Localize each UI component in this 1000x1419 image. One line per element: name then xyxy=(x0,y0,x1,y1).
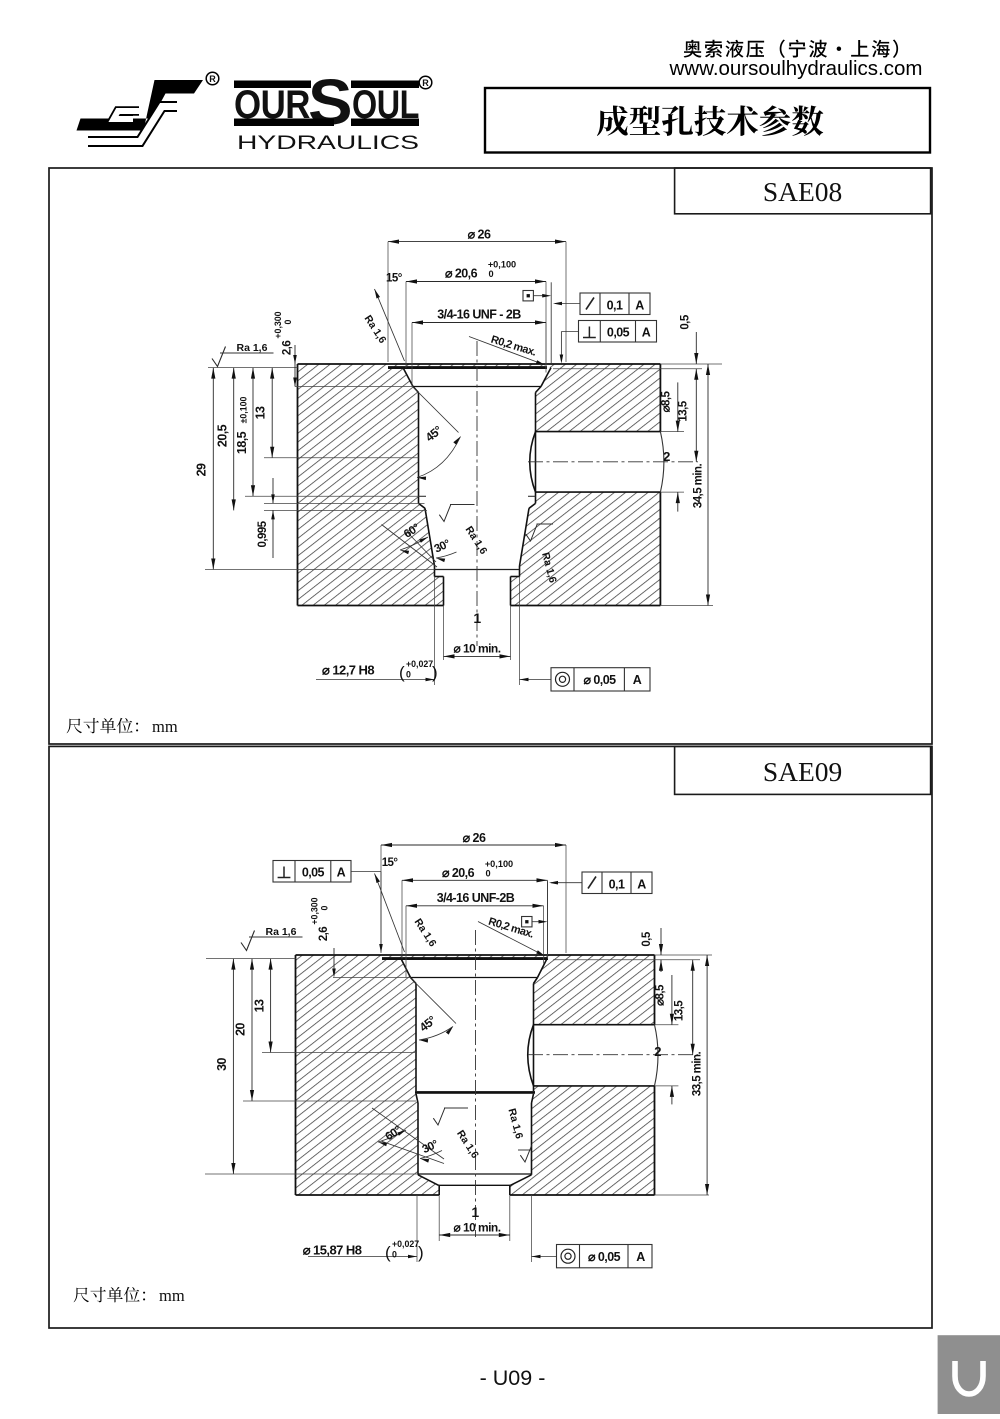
svg-text:R: R xyxy=(209,74,216,84)
svg-text:+0,100: +0,100 xyxy=(488,260,516,270)
svg-text:R: R xyxy=(422,78,429,88)
svg-text:- U09 -: - U09 - xyxy=(480,1366,546,1390)
svg-text:0: 0 xyxy=(283,319,293,324)
svg-text:13,5: 13,5 xyxy=(673,1000,685,1021)
svg-text:15°: 15° xyxy=(382,857,399,869)
svg-text:2: 2 xyxy=(663,449,670,464)
svg-text:20: 20 xyxy=(234,1023,248,1036)
svg-text:+0,300: +0,300 xyxy=(309,897,319,924)
svg-text:+0,100: +0,100 xyxy=(485,859,513,869)
svg-text:A: A xyxy=(636,1250,645,1264)
svg-text:+0,027: +0,027 xyxy=(392,1239,419,1249)
svg-text:±0,100: ±0,100 xyxy=(239,396,249,423)
svg-text:S: S xyxy=(308,66,352,138)
svg-text:30: 30 xyxy=(215,1058,229,1071)
svg-text:⌀ 0,05: ⌀ 0,05 xyxy=(588,1250,621,1264)
svg-text:0: 0 xyxy=(319,905,329,910)
svg-text:13,5: 13,5 xyxy=(678,400,690,421)
svg-text:+0,300: +0,300 xyxy=(273,311,283,338)
svg-text:⌀ 0,05: ⌀ 0,05 xyxy=(583,673,616,687)
svg-text:⌀ 20,6: ⌀ 20,6 xyxy=(442,866,475,880)
svg-text:0: 0 xyxy=(488,269,493,279)
svg-text:13: 13 xyxy=(252,999,266,1012)
svg-text:(: ( xyxy=(385,1243,391,1262)
svg-text:1: 1 xyxy=(471,1204,479,1220)
svg-text:mm: mm xyxy=(159,1286,185,1305)
svg-text:0,1: 0,1 xyxy=(607,299,623,313)
svg-text:A: A xyxy=(642,326,651,340)
svg-text:2,6: 2,6 xyxy=(282,341,294,355)
svg-text:Ra 1,6: Ra 1,6 xyxy=(266,926,297,938)
svg-text:⌀ 15,87 H8: ⌀ 15,87 H8 xyxy=(303,1243,362,1258)
svg-text:3/4-16 UNF - 2B: 3/4-16 UNF - 2B xyxy=(437,308,521,322)
svg-text:SAE09: SAE09 xyxy=(763,756,842,787)
svg-text:⌀ 10 min.: ⌀ 10 min. xyxy=(454,1221,501,1235)
svg-text:A: A xyxy=(635,299,644,313)
svg-text:A: A xyxy=(337,866,346,880)
svg-text:2: 2 xyxy=(654,1044,661,1059)
svg-text:⌀ 26: ⌀ 26 xyxy=(468,228,491,242)
svg-text:www.oursoulhydraulics.com: www.oursoulhydraulics.com xyxy=(669,57,923,80)
svg-text:0: 0 xyxy=(392,1250,397,1260)
svg-text:⌀ 10 min.: ⌀ 10 min. xyxy=(454,642,501,656)
svg-text:Ra 1,6: Ra 1,6 xyxy=(237,342,268,354)
svg-text:0,5: 0,5 xyxy=(680,314,692,329)
svg-text:mm: mm xyxy=(152,717,178,736)
svg-text:⌀ 20,6: ⌀ 20,6 xyxy=(445,267,478,281)
svg-text:0,5: 0,5 xyxy=(641,931,653,946)
svg-text:34,5 min.: 34,5 min. xyxy=(693,464,705,509)
svg-text:⌀8,5: ⌀8,5 xyxy=(655,984,667,1006)
svg-text:+0,027: +0,027 xyxy=(406,659,433,669)
svg-text:0,1: 0,1 xyxy=(609,878,625,892)
svg-text:0,05: 0,05 xyxy=(607,326,630,340)
svg-text:A: A xyxy=(637,878,646,892)
svg-text:⌀8,5: ⌀8,5 xyxy=(661,390,673,412)
svg-text:0,995: 0,995 xyxy=(257,520,269,547)
svg-text:A: A xyxy=(633,673,642,687)
svg-text:15°: 15° xyxy=(386,273,403,285)
svg-text:13: 13 xyxy=(254,406,268,419)
svg-text:33,5 min.: 33,5 min. xyxy=(691,1052,703,1097)
svg-text:2,6: 2,6 xyxy=(318,927,330,941)
svg-text:0: 0 xyxy=(406,670,411,680)
svg-text:29: 29 xyxy=(195,463,209,476)
svg-text:1: 1 xyxy=(473,610,481,626)
svg-text:(: ( xyxy=(399,663,405,682)
svg-text:18,5: 18,5 xyxy=(235,431,249,454)
svg-text:20,5: 20,5 xyxy=(216,424,230,447)
svg-text:0,05: 0,05 xyxy=(302,866,325,880)
svg-text:0: 0 xyxy=(485,868,490,878)
svg-text:⌀ 12,7 H8: ⌀ 12,7 H8 xyxy=(322,663,374,678)
svg-text:): ) xyxy=(418,1243,424,1262)
svg-text:): ) xyxy=(432,663,438,682)
svg-text:HYDRAULICS: HYDRAULICS xyxy=(237,133,419,154)
svg-text:SAE08: SAE08 xyxy=(763,176,842,207)
svg-text:⌀ 26: ⌀ 26 xyxy=(463,831,486,845)
svg-text:3/4-16 UNF-2B: 3/4-16 UNF-2B xyxy=(437,891,515,905)
